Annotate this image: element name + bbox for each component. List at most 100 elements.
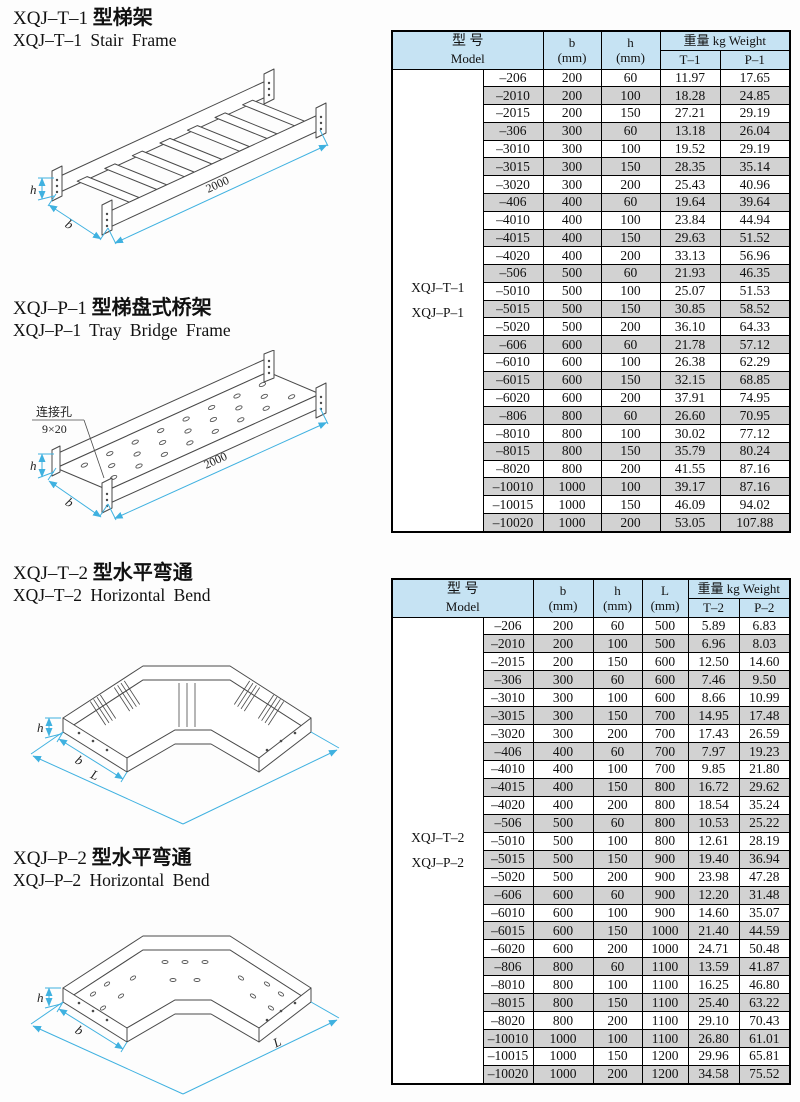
cell: 500 xyxy=(542,299,602,319)
cell: 87.16 xyxy=(719,459,791,479)
cell: 37.91 xyxy=(659,388,721,408)
cell: 800 xyxy=(542,406,602,426)
cell: 31.48 xyxy=(738,885,791,905)
cell: 36.10 xyxy=(659,317,721,337)
cell: 25.22 xyxy=(738,813,791,833)
cell: 1000 xyxy=(542,495,602,515)
cell: –8020 xyxy=(482,1011,534,1031)
svg-text:h: h xyxy=(37,720,44,735)
cell: 16.25 xyxy=(687,975,740,995)
cell: –5020 xyxy=(482,867,534,887)
cell: 29.19 xyxy=(719,104,791,123)
cell: 600 xyxy=(532,903,594,923)
cell: 100 xyxy=(600,424,661,443)
cell: 60 xyxy=(600,335,661,354)
cell: 21.78 xyxy=(659,335,721,354)
weight-header: 重量 kg Weight xyxy=(687,578,791,599)
cell: 26.04 xyxy=(719,121,791,141)
cell: 25.43 xyxy=(659,175,721,194)
cell: 200 xyxy=(592,724,643,744)
cell: 18.28 xyxy=(659,86,721,106)
cell: 6.83 xyxy=(738,616,791,636)
cell: 800 xyxy=(532,957,594,977)
cell: 400 xyxy=(542,210,602,230)
cell: 60 xyxy=(600,192,661,212)
cell: 150 xyxy=(600,228,661,248)
cell: 25.40 xyxy=(687,993,740,1013)
cell: 46.35 xyxy=(719,264,791,283)
cell: –4020 xyxy=(482,246,544,266)
cell: 5.89 xyxy=(687,616,740,636)
cell: –3015 xyxy=(482,706,534,726)
cell: 47.28 xyxy=(738,867,791,887)
cell: 1100 xyxy=(641,993,689,1013)
cell: 800 xyxy=(542,424,602,443)
cell: –4020 xyxy=(482,795,534,815)
weight-header: 重量 kg Weight xyxy=(659,30,791,51)
cell: 24.85 xyxy=(719,86,791,106)
svg-text:b: b xyxy=(63,494,77,510)
cell: –5015 xyxy=(482,299,544,319)
cell: –8020 xyxy=(482,459,544,479)
cell: 800 xyxy=(532,993,594,1013)
cell: 1000 xyxy=(532,1029,594,1048)
cell: 100 xyxy=(592,831,643,851)
cell: 150 xyxy=(592,777,643,797)
b-header: b(mm) xyxy=(542,30,602,70)
cell: 200 xyxy=(592,867,643,887)
cell: 44.94 xyxy=(719,210,791,230)
stair-frame-drawing: h b 2000 xyxy=(30,68,329,245)
cell: 800 xyxy=(542,441,602,461)
cell: 17.48 xyxy=(738,706,791,726)
svg-text:h: h xyxy=(30,458,37,473)
cell: 8.03 xyxy=(738,634,791,654)
cell: 14.60 xyxy=(738,652,791,672)
cell: 800 xyxy=(641,831,689,851)
cell: 300 xyxy=(532,688,594,708)
cell: –2015 xyxy=(482,104,544,123)
cell: 150 xyxy=(600,299,661,319)
section-title-xqj-t-2: XQJ–T–2 型水平弯通 XQJ–T–2 Horizontal Bend xyxy=(13,561,211,607)
cell: 63.22 xyxy=(738,993,791,1013)
cell: 200 xyxy=(592,939,643,959)
cell: 600 xyxy=(532,885,594,905)
cell: 150 xyxy=(592,993,643,1013)
cell: –306 xyxy=(482,670,534,690)
cell: 80.24 xyxy=(719,441,791,461)
cell: 21.93 xyxy=(659,264,721,283)
cell: 12.50 xyxy=(687,652,740,672)
section-title-en: XQJ–P–2 Horizontal Bend xyxy=(13,870,210,891)
p1-header: P–1 xyxy=(719,49,791,70)
cell: –506 xyxy=(482,813,534,833)
cell: 700 xyxy=(641,760,689,779)
cell: 30.85 xyxy=(659,299,721,319)
cell: 150 xyxy=(592,652,643,672)
cell: 51.52 xyxy=(719,228,791,248)
cell: 29.10 xyxy=(687,1011,740,1031)
section-title-zh: XQJ–P–2 型水平弯通 xyxy=(13,847,192,869)
cell: 300 xyxy=(542,157,602,177)
cell: 7.46 xyxy=(687,670,740,690)
cell: 400 xyxy=(532,777,594,797)
cell: 800 xyxy=(542,459,602,479)
cell: 200 xyxy=(600,246,661,266)
cell: 77.12 xyxy=(719,424,791,443)
